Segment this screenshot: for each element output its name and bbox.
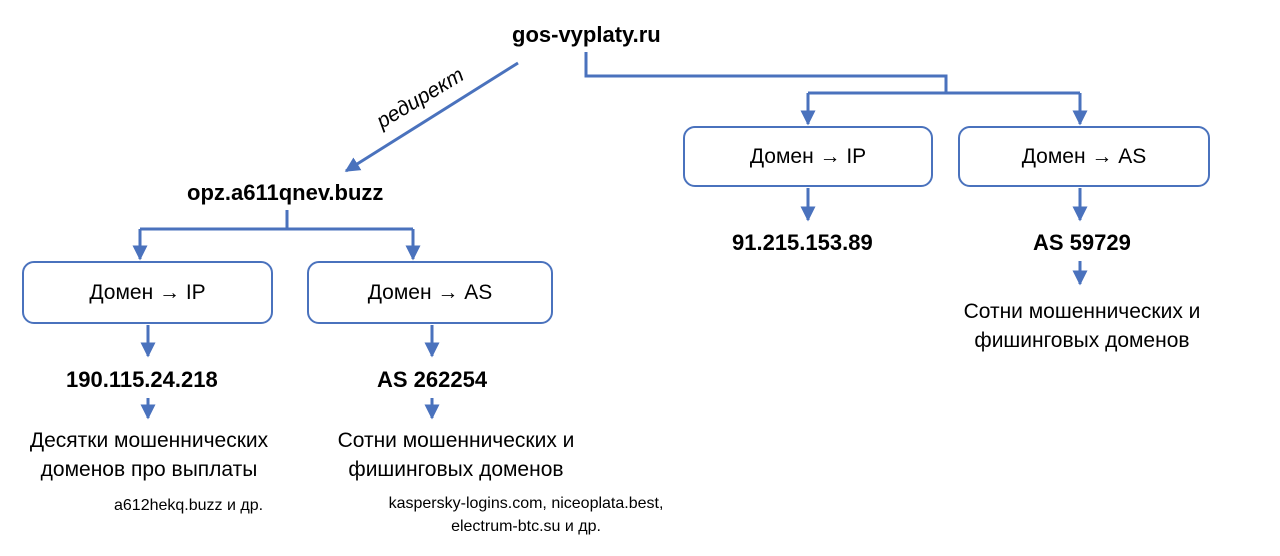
root-domain: gos-vyplaty.ru	[512, 22, 661, 47]
right-as-desc-line1: Сотни мошеннических и	[963, 300, 1201, 323]
left-as-value: AS 262254	[377, 367, 488, 392]
root-connector	[584, 52, 948, 93]
left-domain-as-box: Домен → AS	[307, 261, 553, 324]
left-ip-description: Десятки мошеннических доменов про выплат…	[8, 426, 290, 485]
left-ip-desc-line1: Десятки мошеннических	[29, 429, 269, 452]
right-as-desc-line2: фишинговых доменов	[974, 329, 1190, 353]
left-domain-ip-box: Домен → IP	[22, 261, 273, 324]
left-as-desc-line1: Сотни мошеннических и	[337, 429, 575, 452]
right-domain-ip-box: Домен → IP	[683, 126, 933, 187]
right-as-value: AS 59729	[1033, 230, 1131, 255]
left-as-desc-line2: фишинговых доменов	[348, 458, 564, 482]
left-as-description: Сотни мошеннических и фишинговых доменов	[312, 426, 600, 485]
right-domain-as-box: Домен → AS	[958, 126, 1210, 187]
right-ip-value: 91.215.153.89	[732, 230, 873, 255]
redirect-arrow	[344, 61, 519, 173]
left-ip-example: a612hekq.buzz и др.	[114, 497, 264, 514]
right-as-description: Сотни мошеннических и фишинговых доменов	[936, 297, 1228, 356]
left-as-example-line2: electrum-btc.su и др.	[451, 518, 601, 536]
left-as-example-line1: kaspersky-logins.com, niceoplata.best,	[388, 495, 664, 512]
redirect-target-domain: opz.a611qnev.buzz	[187, 180, 384, 205]
left-ip-value: 190.115.24.218	[66, 367, 218, 392]
left-as-examples: kaspersky-logins.com, niceoplata.best, e…	[366, 492, 686, 538]
left-ip-desc-line2: доменов про выплаты	[40, 458, 258, 482]
